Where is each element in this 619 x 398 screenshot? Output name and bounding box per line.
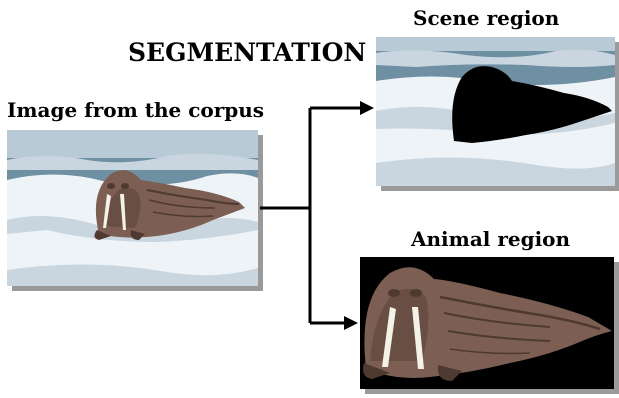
- animal-region-label: Animal region: [411, 229, 570, 249]
- branch-connector: [260, 108, 362, 323]
- segmentation-title: SEGMENTATION: [128, 40, 366, 65]
- scene-region-photo: [376, 37, 615, 186]
- animal-region-photo: [360, 257, 614, 389]
- scene-region-image: [376, 37, 615, 186]
- scene-region-label: Scene region: [413, 8, 559, 28]
- source-image: [7, 130, 258, 286]
- source-image-label: Image from the corpus: [7, 100, 264, 120]
- source-walrus-photo: [7, 130, 258, 286]
- arrow-to-scene: [360, 101, 374, 115]
- arrow-to-animal: [344, 316, 358, 330]
- animal-region-image: [360, 257, 614, 389]
